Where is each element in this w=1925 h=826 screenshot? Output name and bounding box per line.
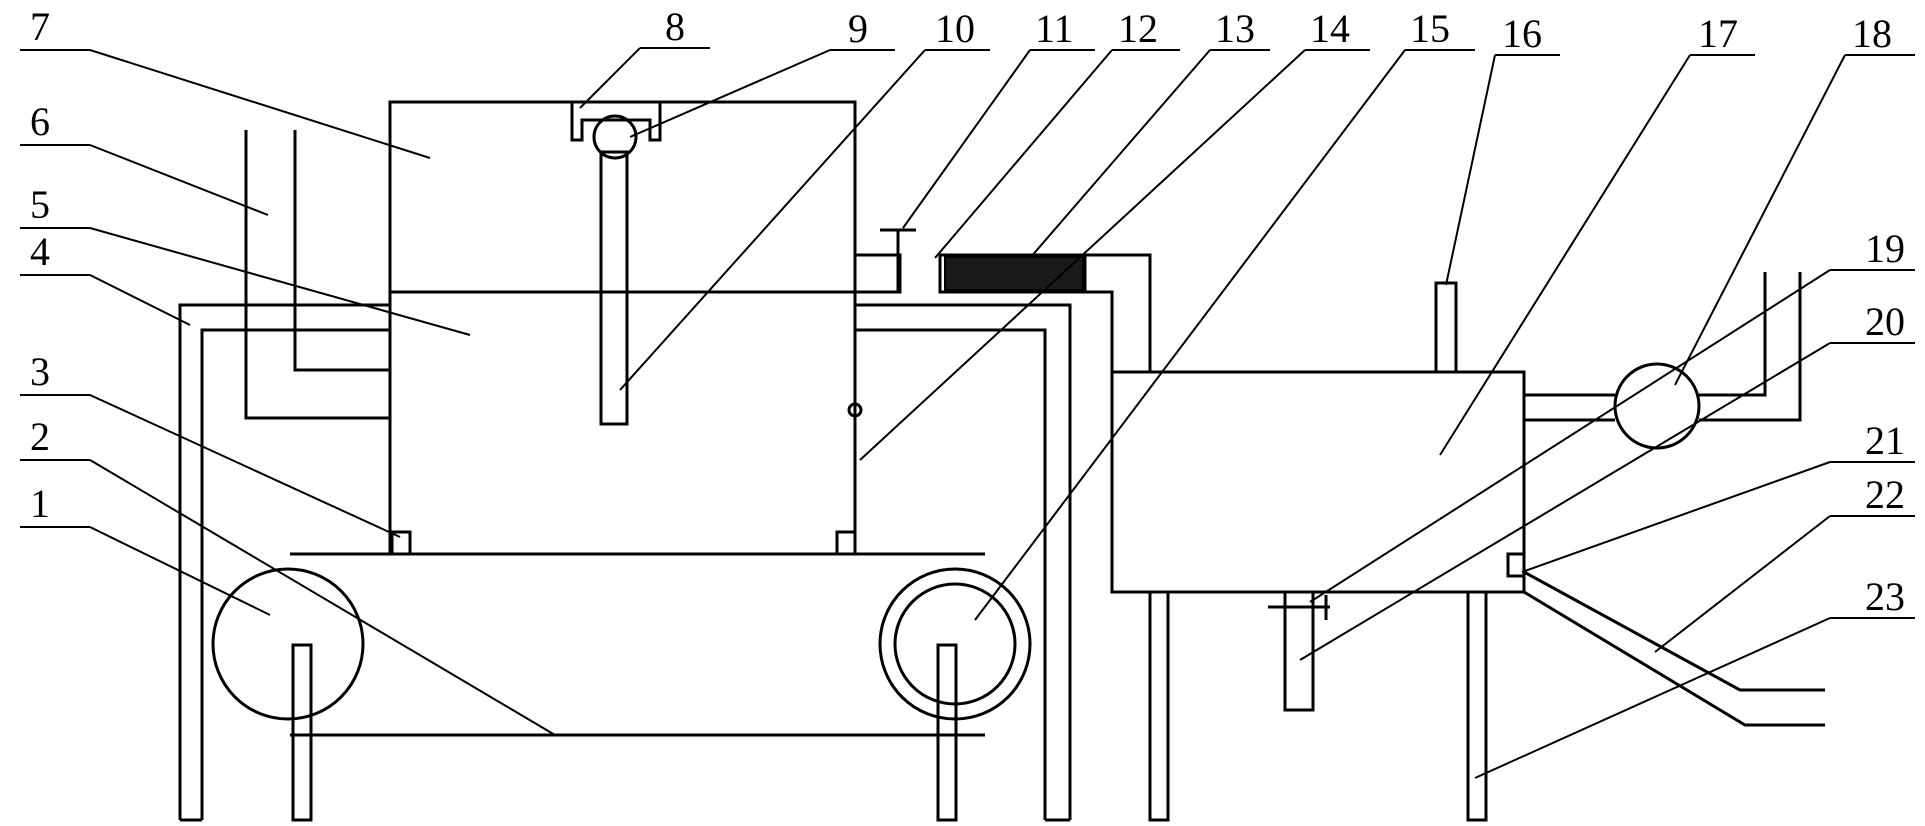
label-7: 7 xyxy=(30,4,50,49)
filter-mesh xyxy=(944,256,1084,291)
label-2: 2 xyxy=(30,414,50,459)
label-19: 19 xyxy=(1865,226,1905,271)
level-sensor xyxy=(1506,552,1526,578)
conveyor xyxy=(211,552,1032,822)
label-1: 1 xyxy=(30,481,50,526)
label-14: 14 xyxy=(1310,6,1350,51)
tank-leg-right xyxy=(1466,590,1488,822)
tank-leg-left xyxy=(1148,590,1170,822)
upper-box xyxy=(388,100,857,294)
drain-assembly xyxy=(1268,590,1330,712)
roller-leg-left xyxy=(291,643,313,822)
drain-pipe xyxy=(1283,590,1315,712)
collection-tank xyxy=(1110,370,1526,594)
label-16: 16 xyxy=(1502,11,1542,56)
label-12: 12 xyxy=(1118,6,1158,51)
feed-pipe xyxy=(244,130,390,420)
label-13: 13 xyxy=(1215,6,1255,51)
pump xyxy=(1613,362,1701,450)
support-block-right xyxy=(835,530,857,556)
left-frame xyxy=(178,303,1072,822)
label-20: 20 xyxy=(1865,299,1905,344)
pump-assembly xyxy=(1524,272,1802,450)
connector-pipe-left xyxy=(853,253,902,294)
label-4: 4 xyxy=(30,229,50,274)
label-11: 11 xyxy=(1035,6,1074,51)
label-17: 17 xyxy=(1698,11,1738,56)
indicator-circle xyxy=(847,402,863,418)
label-10: 10 xyxy=(935,6,975,51)
label-5: 5 xyxy=(30,182,50,227)
label-15: 15 xyxy=(1410,6,1450,51)
label-9: 9 xyxy=(848,6,868,51)
roller-leg-right xyxy=(936,643,958,822)
part-labels: 1 2 3 4 5 6 7 8 9 10 11 12 13 14 15 16 1… xyxy=(30,4,1905,619)
connector-assembly xyxy=(853,228,1152,372)
label-22: 22 xyxy=(1865,472,1905,517)
label-6: 6 xyxy=(30,99,50,144)
label-21: 21 xyxy=(1865,418,1905,463)
left-roller xyxy=(211,567,365,721)
label-23: 23 xyxy=(1865,574,1905,619)
vent-pipe xyxy=(1434,281,1458,374)
label-3: 3 xyxy=(30,349,50,394)
discharge-pipe xyxy=(1523,570,1825,727)
motor xyxy=(592,114,638,160)
stirring-shaft xyxy=(599,150,629,426)
filter-housing xyxy=(938,253,1087,294)
label-18: 18 xyxy=(1852,11,1892,56)
motor-assembly xyxy=(570,102,662,426)
label-8: 8 xyxy=(665,4,685,49)
leader-lines xyxy=(20,47,1915,779)
